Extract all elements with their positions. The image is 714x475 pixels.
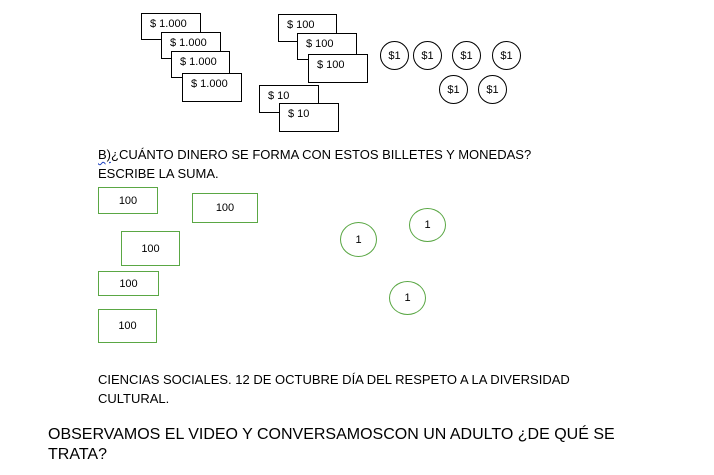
coin-one-dollar-2: $1 (413, 41, 442, 70)
answer-box-4: 100 (98, 271, 159, 296)
answer-box-3: 100 (121, 231, 180, 266)
social-studies-text: CIENCIAS SOCIALES. 12 DE OCTUBRE DÍA DEL… (98, 372, 570, 406)
instruction-text: OBSERVAMOS EL VIDEO Y CONVERSAMOSCON UN … (48, 426, 615, 463)
answer-box-5: 100 (98, 309, 157, 343)
answer-box-1: 100 (98, 187, 158, 214)
bill-100-3: $ 100 (308, 54, 368, 83)
bill-1000-4: $ 1.000 (182, 73, 242, 102)
question-text: B)¿CUÁNTO DINERO SE FORMA CON ESTOS BILL… (98, 145, 588, 183)
answer-coin-2: 1 (409, 208, 446, 242)
answer-coin-1: 1 (340, 222, 377, 257)
question-body: ¿CUÁNTO DINERO SE FORMA CON ESTOS BILLET… (98, 147, 532, 181)
coin-one-dollar-5: $1 (439, 75, 468, 104)
coin-one-dollar-3: $1 (452, 41, 481, 70)
coin-one-dollar-1: $1 (380, 41, 409, 70)
answer-coin-3: 1 (389, 281, 426, 315)
coin-one-dollar-6: $1 (478, 75, 507, 104)
coin-one-dollar-4: $1 (492, 41, 521, 70)
question-prefix: B) (98, 147, 111, 162)
answer-box-2: 100 (192, 193, 258, 223)
bill-10-2: $ 10 (279, 103, 339, 132)
